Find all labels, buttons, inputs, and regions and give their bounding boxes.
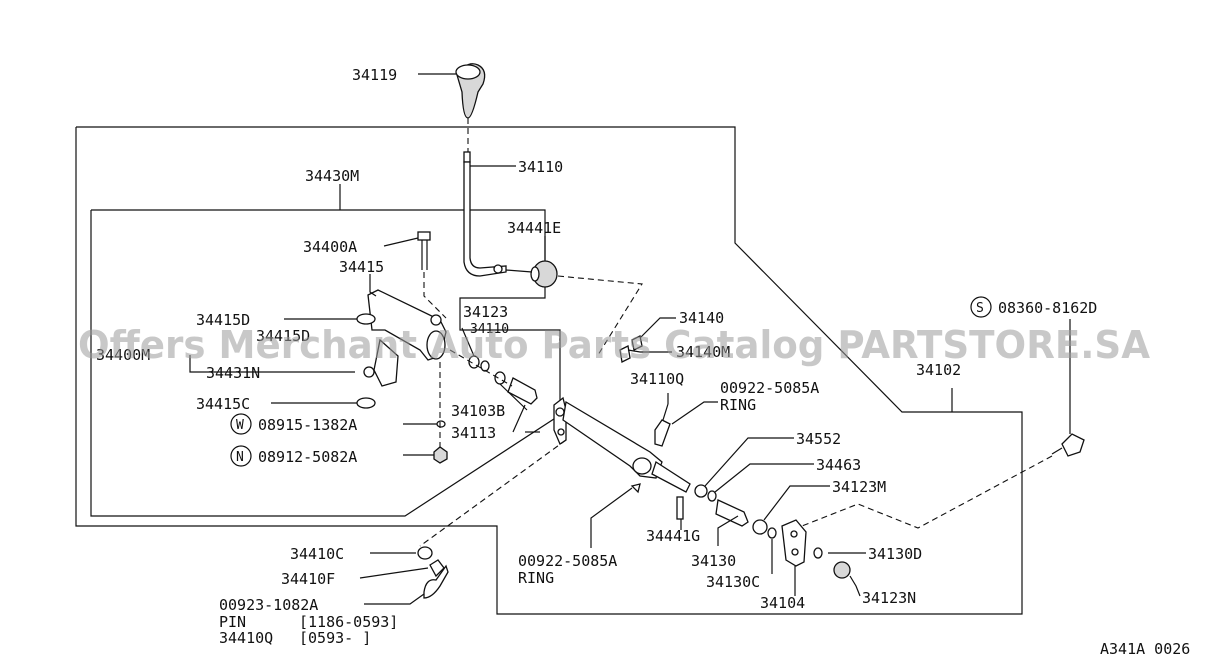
label-34463: 34463: [816, 456, 861, 474]
label-34130: 34130: [691, 552, 736, 570]
label-34400A: 34400A: [303, 238, 357, 256]
rod-34110Q-top: [662, 403, 669, 421]
label-00922-bottom: 00922-5085A: [518, 552, 617, 570]
label-34415: 34415: [339, 258, 384, 276]
label-34119: 34119: [352, 66, 397, 84]
n-symbol-circle: [230, 445, 252, 467]
label-34415C: 34415C: [196, 395, 250, 413]
bracket-34104: [781, 519, 807, 567]
label-34123N: 34123N: [862, 589, 916, 607]
w-symbol-circle: [230, 413, 252, 435]
pin-00923: [423, 564, 449, 599]
pin-34441G: [676, 496, 684, 520]
w-symbol: W: [236, 418, 244, 433]
boot-34441E: [505, 260, 558, 288]
washer-08915: [436, 420, 446, 428]
label-34140: 34140: [679, 309, 724, 327]
pin-34113: [507, 377, 538, 405]
bolt-34400A: [417, 231, 431, 270]
label-34123M: 34123M: [832, 478, 886, 496]
bolt-dash: [423, 272, 447, 319]
clip-34140M: [619, 345, 631, 363]
label-34110: 34110: [518, 158, 563, 176]
watermark-text: Offers Merchant Auto Parts Catalog PARTS…: [78, 323, 1151, 367]
label-34441E: 34441E: [507, 219, 561, 237]
washer-34130D: [813, 547, 823, 559]
label-34441G: 34441G: [646, 527, 700, 545]
s-symbol-circle: [970, 296, 992, 318]
outer-frame: [75, 126, 1023, 615]
label-34102: 34102: [916, 361, 961, 379]
diagram-code: A341A 0026: [1100, 640, 1190, 658]
nut-08912: [433, 446, 448, 464]
label-00922-top: 00922-5085A: [720, 379, 819, 397]
control-lever-34110: [463, 151, 507, 277]
n-symbol: N: [236, 450, 244, 465]
clip-00922-bottom: [630, 483, 641, 494]
label-34415D-hidden: 34415D: [256, 327, 310, 345]
label-pin: PIN: [219, 613, 246, 631]
label-34130D: 34130D: [868, 545, 922, 563]
label-34415D: 34415D: [196, 311, 250, 329]
label-34400M: 34400M: [96, 346, 150, 364]
label-08915: 08915-1382A: [258, 416, 357, 434]
rod-34110Q: [654, 419, 671, 447]
collar-34123b: [480, 360, 490, 372]
bolt-08360-dash: [801, 455, 1053, 529]
label-34110-hidden: 34110: [470, 322, 509, 337]
label-34123: 34123: [463, 303, 508, 321]
label-34130C: 34130C: [706, 573, 760, 591]
label-ring-bottom: RING: [518, 569, 554, 587]
s-symbol: S: [976, 301, 984, 316]
label-34552: 34552: [796, 430, 841, 448]
label-00923: 00923-1082A: [219, 596, 318, 614]
washer-34410C: [417, 546, 433, 560]
shift-knob-34119: [455, 63, 486, 119]
bracket-34104-hole1: [790, 530, 798, 538]
washer-34552: [694, 484, 708, 498]
label-08912: 08912-5082A: [258, 448, 357, 466]
label-34410F: 34410F: [281, 570, 335, 588]
label-08360: 08360-8162D: [998, 299, 1097, 317]
pin-34130: [715, 499, 749, 527]
label-34410Q: 34410Q: [219, 629, 273, 647]
label-34410C: 34410C: [290, 545, 344, 563]
bracket-34415: [367, 289, 447, 387]
label-34140M: 34140M: [676, 343, 730, 361]
bushing-34123N: [833, 561, 851, 579]
bracket-34104-hole2: [791, 548, 799, 556]
lower-link-dash: [419, 439, 567, 547]
label-34113: 34113: [451, 424, 496, 442]
label-ring-top: RING: [720, 396, 756, 414]
label-34103B: 34103B: [451, 402, 505, 420]
washer-34415C: [356, 397, 376, 409]
label-q-range: [0593- ]: [299, 629, 371, 647]
washer-34130C: [767, 527, 777, 539]
washer-34103B: [494, 371, 506, 385]
shift-rod-34102: [553, 396, 691, 493]
collar-dash: [449, 349, 513, 387]
label-34431N: 34431N: [206, 364, 260, 382]
bushing-34431N: [363, 366, 375, 378]
part-labels: 34119 34110 34430M 34441E 34400A 34415 3…: [96, 66, 1190, 658]
bushing-34123M: [752, 519, 768, 535]
boot-dash: [557, 275, 643, 356]
label-pin-range: [1186-0593]: [299, 613, 398, 631]
label-34104: 34104: [760, 594, 805, 612]
label-34430M: 34430M: [305, 167, 359, 185]
washer-34463: [707, 490, 717, 502]
label-34110Q: 34110Q: [630, 370, 684, 388]
leader-lines: [189, 73, 1071, 605]
bolt-08360: [1051, 433, 1085, 457]
clip-34140: [631, 335, 643, 351]
